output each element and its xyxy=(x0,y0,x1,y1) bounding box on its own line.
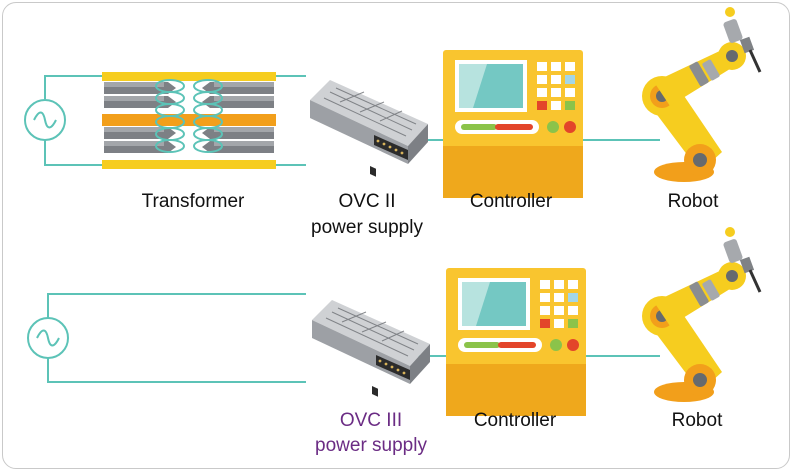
diagram-frame xyxy=(2,2,790,469)
robot-arm-icon xyxy=(640,5,762,184)
controller-label-row1: Controller xyxy=(469,191,553,212)
ac-source-icon xyxy=(24,99,66,141)
ovc3-label-line2: power supply xyxy=(315,435,427,456)
robot-arm-icon xyxy=(640,225,762,404)
power-supply-icon xyxy=(311,299,431,398)
robot-label-row2: Robot xyxy=(671,410,723,431)
ovc2-label-line1: OVC II xyxy=(338,191,396,212)
controller-icon xyxy=(446,268,586,416)
ac-source-icon xyxy=(27,317,69,359)
row2-wires xyxy=(47,293,660,383)
ovc2-label-line2: power supply xyxy=(311,217,423,238)
controller-label-row2: Controller xyxy=(473,410,557,431)
robot-label-row1: Robot xyxy=(667,191,719,212)
transformer-icon xyxy=(102,72,276,169)
power-supply-icon xyxy=(309,79,429,178)
controller-icon xyxy=(443,50,583,198)
ovc3-label-line1: OVC III xyxy=(339,410,403,431)
transformer-label: Transformer xyxy=(141,191,245,212)
